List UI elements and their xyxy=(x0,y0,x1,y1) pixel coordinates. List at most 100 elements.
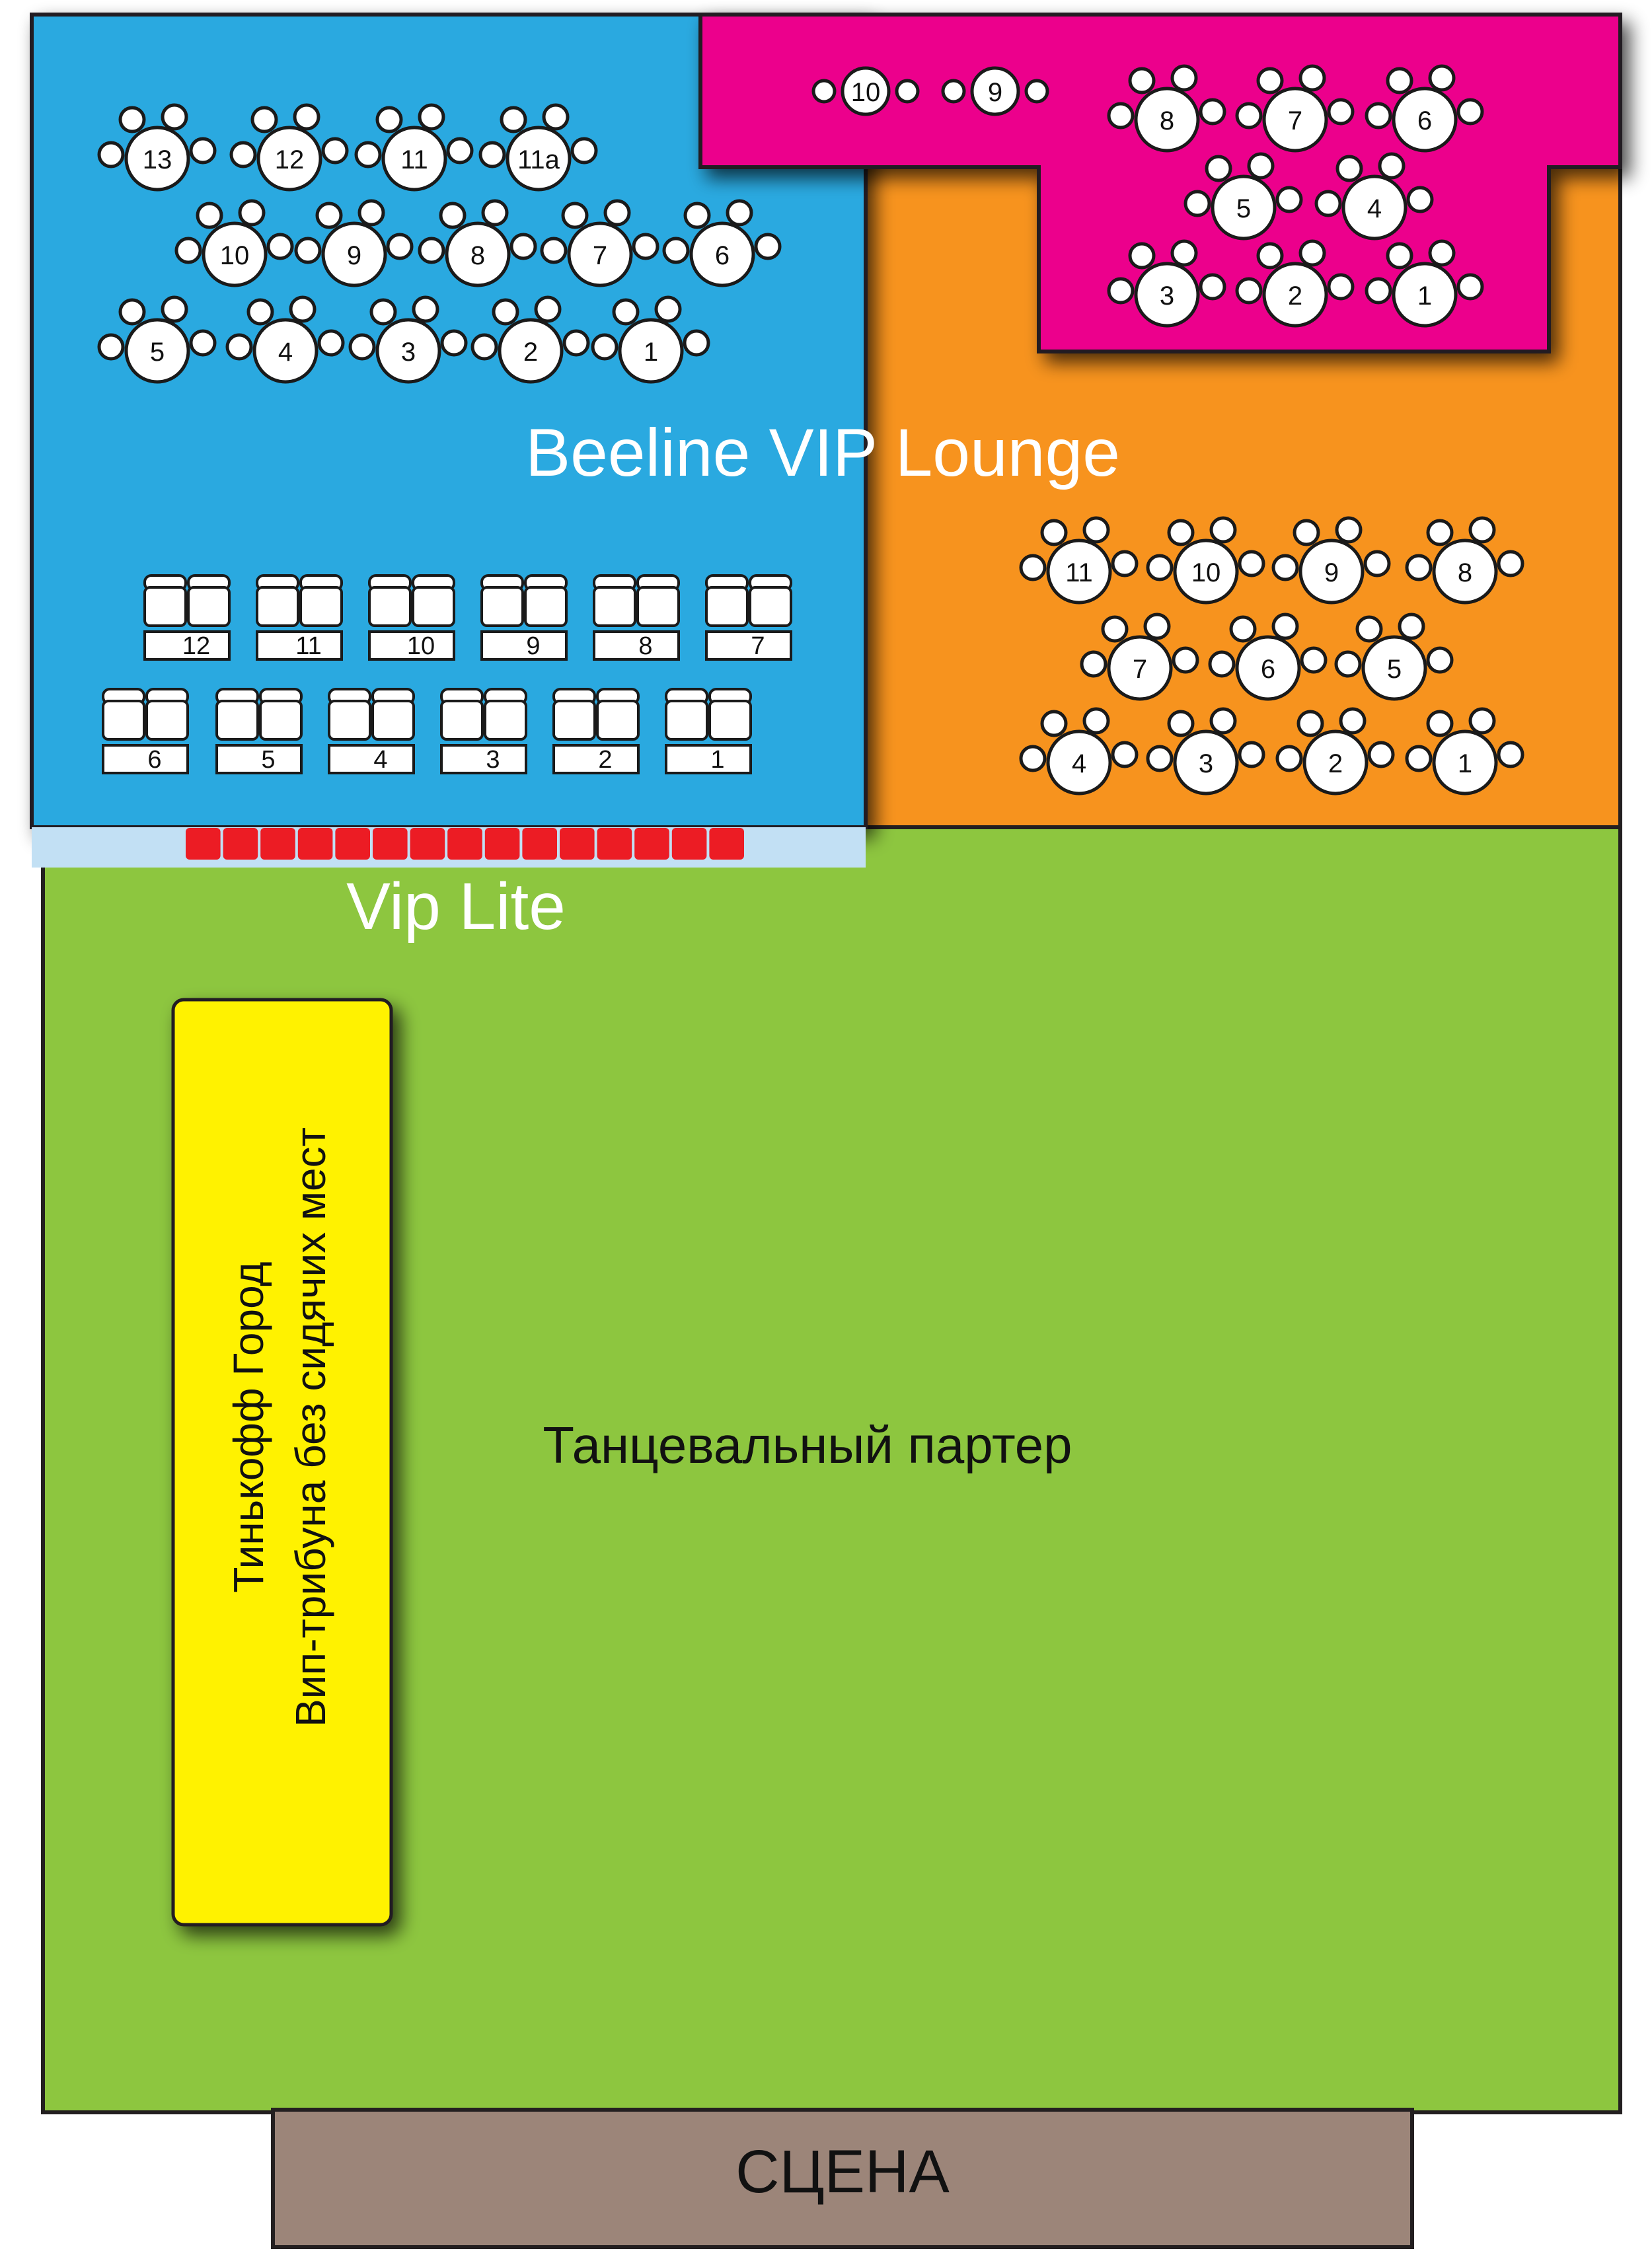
chair[interactable] xyxy=(1334,650,1362,678)
sofa-seat[interactable] xyxy=(708,700,752,741)
table-top[interactable] xyxy=(1173,729,1239,796)
sofa-box[interactable]: 9 xyxy=(480,574,568,661)
chair[interactable] xyxy=(354,141,382,168)
table-top[interactable] xyxy=(1262,87,1328,153)
sofa-box[interactable]: 2 xyxy=(552,688,640,774)
chair[interactable] xyxy=(754,233,782,260)
chair[interactable] xyxy=(250,106,278,133)
chair[interactable] xyxy=(1355,615,1383,643)
table-top[interactable] xyxy=(202,221,268,287)
chair[interactable] xyxy=(1143,612,1171,640)
chair[interactable] xyxy=(1296,710,1324,737)
chair[interactable] xyxy=(229,141,257,168)
table[interactable]: 9 xyxy=(1271,516,1391,605)
sofa-seat[interactable] xyxy=(749,586,792,627)
chair[interactable] xyxy=(161,295,188,323)
table[interactable]: 4 xyxy=(1019,707,1139,796)
table[interactable]: 9 xyxy=(294,199,414,287)
chair[interactable] xyxy=(1497,741,1524,768)
vip-lite-seat[interactable] xyxy=(634,828,669,860)
chair[interactable] xyxy=(1128,242,1156,270)
chair[interactable] xyxy=(196,202,223,229)
chair[interactable] xyxy=(542,103,570,131)
chair[interactable] xyxy=(348,333,376,361)
table[interactable]: 4 xyxy=(225,295,345,384)
tinkoff-tribune-zone[interactable] xyxy=(171,998,393,1927)
table[interactable]: 2 xyxy=(1275,707,1395,796)
chair[interactable] xyxy=(1208,650,1236,678)
chair[interactable] xyxy=(225,333,253,361)
chair[interactable] xyxy=(1405,554,1433,581)
chair[interactable] xyxy=(1293,519,1320,546)
chair[interactable] xyxy=(1167,710,1195,737)
sofa-box[interactable]: 3 xyxy=(440,688,527,774)
chair[interactable] xyxy=(570,137,598,165)
chair[interactable] xyxy=(811,79,837,104)
chair[interactable] xyxy=(357,199,385,227)
chair[interactable] xyxy=(1205,155,1232,182)
chair[interactable] xyxy=(1229,615,1257,643)
table-top[interactable] xyxy=(1046,729,1112,796)
table[interactable]: 6 xyxy=(1365,64,1484,153)
chair[interactable] xyxy=(1398,612,1425,640)
sofa-seat[interactable] xyxy=(299,586,343,627)
sofa-seat[interactable] xyxy=(593,586,636,627)
chair[interactable] xyxy=(1209,707,1237,735)
sofa-box[interactable]: 12 xyxy=(143,574,231,661)
vip-lite-seat[interactable] xyxy=(597,828,632,860)
chair[interactable] xyxy=(1327,98,1355,126)
table[interactable]: 7 xyxy=(540,199,659,287)
sofa-seat[interactable] xyxy=(145,700,189,741)
chair[interactable] xyxy=(1080,650,1108,678)
table-top[interactable] xyxy=(498,318,564,384)
table-top[interactable] xyxy=(256,126,322,192)
table[interactable]: 11 xyxy=(1019,516,1139,605)
chair[interactable] xyxy=(369,298,397,326)
chair[interactable] xyxy=(1275,745,1303,772)
table-top[interactable] xyxy=(1211,174,1277,241)
table-top[interactable] xyxy=(124,318,190,384)
chair[interactable] xyxy=(1146,554,1174,581)
table-top[interactable] xyxy=(381,126,447,192)
chair[interactable] xyxy=(603,199,631,227)
chair[interactable] xyxy=(1426,646,1454,674)
chair[interactable] xyxy=(189,329,217,357)
chair[interactable] xyxy=(317,329,345,357)
chair[interactable] xyxy=(534,295,562,323)
chair[interactable] xyxy=(118,106,146,133)
table-top[interactable] xyxy=(1302,729,1369,796)
chair[interactable] xyxy=(1275,186,1303,213)
table[interactable]: 10 xyxy=(1146,516,1265,605)
sofa-box[interactable]: 1 xyxy=(665,688,752,774)
chair[interactable] xyxy=(1256,242,1284,270)
table-top[interactable] xyxy=(1046,538,1112,605)
sofa-box[interactable]: 10 xyxy=(368,574,455,661)
chair[interactable] xyxy=(1111,550,1139,577)
chair[interactable] xyxy=(161,103,188,131)
chair[interactable] xyxy=(1040,710,1068,737)
table[interactable]: 8 xyxy=(418,199,537,287)
sofa-box[interactable]: 11 xyxy=(256,574,343,661)
chair[interactable] xyxy=(683,202,711,229)
sofa-seat[interactable] xyxy=(143,586,187,627)
table[interactable]: 7 xyxy=(1080,612,1199,701)
chair[interactable] xyxy=(1327,273,1355,301)
chair[interactable] xyxy=(1019,554,1047,581)
table-top[interactable] xyxy=(689,221,755,287)
sofa-seat[interactable] xyxy=(596,700,640,741)
vip-lite-seat[interactable] xyxy=(260,828,295,860)
chair[interactable] xyxy=(726,199,753,227)
chair[interactable] xyxy=(1298,64,1326,92)
table[interactable]: 3 xyxy=(348,295,468,384)
table-top[interactable] xyxy=(1262,262,1328,328)
chair[interactable] xyxy=(375,106,403,133)
table[interactable]: 8 xyxy=(1107,64,1226,153)
chair[interactable] xyxy=(1271,612,1299,640)
sofa-box[interactable]: 6 xyxy=(102,688,189,774)
chair[interactable] xyxy=(1456,273,1484,301)
sofa-box[interactable]: 7 xyxy=(705,574,792,661)
chair[interactable] xyxy=(662,237,690,264)
sofa-seat[interactable] xyxy=(371,700,415,741)
chair[interactable] xyxy=(540,237,568,264)
chair[interactable] xyxy=(1365,102,1392,130)
